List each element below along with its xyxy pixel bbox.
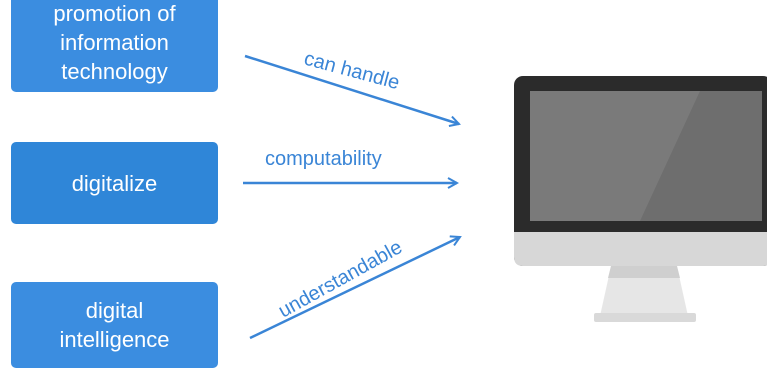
node-label-line: intelligence [59,327,170,352]
node-label-line: technology [61,58,168,84]
node-digitalize: digitalize [11,142,218,224]
node-label-line: digital [85,298,144,323]
edge-label-understandable: understandable [275,236,406,322]
node-promotion-of-information-technology: promotion of information technology [11,0,218,92]
node-label-line: information [60,29,169,55]
edge-label-computability: computability [265,148,382,170]
edge-label-can-handle: can handle [302,48,402,95]
arrow-understandable [249,237,460,340]
node-label-line: promotion of [53,0,176,26]
desktop-monitor-icon [514,76,767,322]
diagram-canvas: can handle computability understandable [243,48,767,340]
node-digital-intelligence: digital intelligence [11,282,218,368]
node-label-line: digitalize [71,170,158,196]
arrow-can-handle [244,54,459,124]
